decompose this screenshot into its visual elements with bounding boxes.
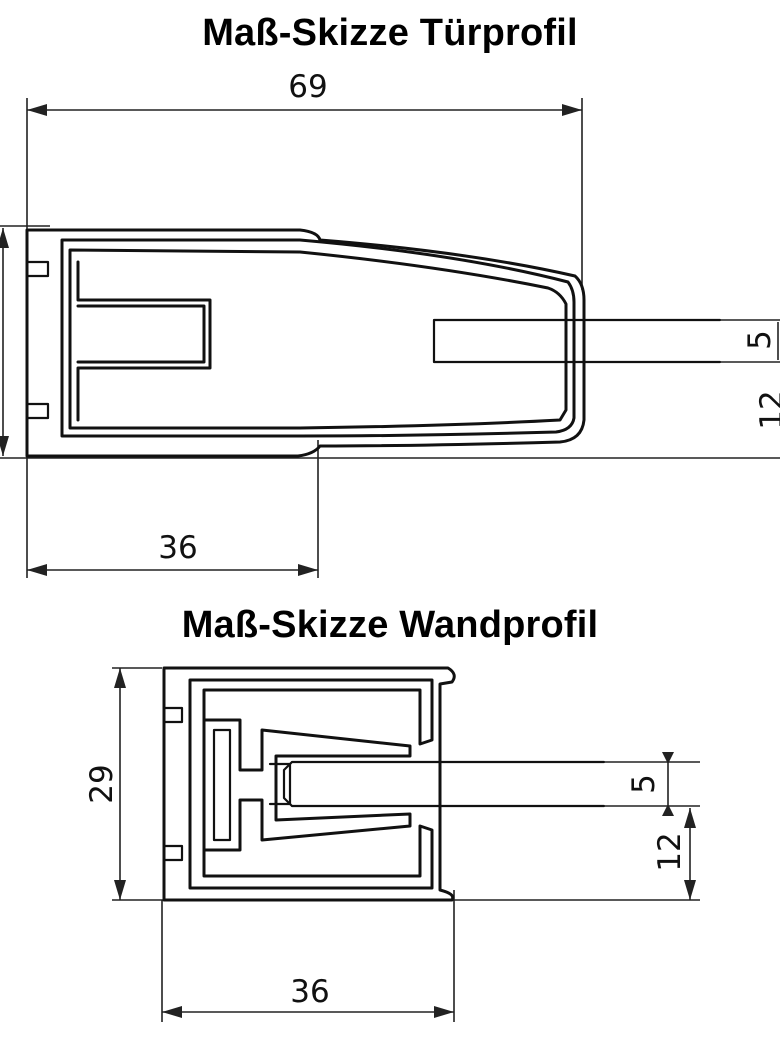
door-inner-u-right [76, 304, 206, 364]
door-notch-bottom [25, 402, 50, 420]
wall-dim-36-arrow-right [434, 1006, 454, 1018]
door-dim-5-label: 5 [742, 330, 778, 350]
door-glass-pane [432, 318, 722, 364]
door-inner-u [76, 260, 212, 422]
wall-dim-12-label: 12 [652, 832, 688, 871]
wall-inner-chamber [188, 678, 434, 890]
wall-web-inner [212, 728, 232, 842]
wall-center-web [202, 718, 412, 852]
door-notch-top [25, 260, 50, 278]
wall-notch-1 [162, 706, 184, 724]
door-profile-title: Maß-Skizze Türprofil [202, 12, 578, 54]
wall-gasket [268, 762, 292, 806]
wall-dim-12-arrow-bottom [684, 880, 696, 900]
door-u-channel [68, 248, 568, 430]
door-dim-69-label: 69 [288, 69, 327, 105]
wall-dim-29-arrow-top [114, 668, 126, 688]
wall-dim-29-arrow-bottom [114, 880, 126, 900]
door-inner-chamber [60, 238, 576, 438]
wall-dim-5-label: 5 [626, 774, 662, 794]
wall-notch-2 [162, 844, 184, 862]
door-dim-36-arrow-right [298, 564, 318, 576]
door-dim-height-arrow-top [0, 228, 9, 248]
wall-dim-36-label: 36 [290, 974, 329, 1010]
wall-profile-drawing: 29 36 5 [84, 666, 700, 1022]
wall-dim-12-arrow-top [684, 808, 696, 828]
wall-dim-5-arrow-top [662, 752, 674, 764]
door-dim-36-arrow-left [27, 564, 47, 576]
wall-dim-29-label: 29 [84, 764, 120, 803]
door-outer-shell [25, 228, 586, 458]
wall-profile-title: Maß-Skizze Wandprofil [181, 604, 599, 646]
wall-outer-shell [162, 666, 456, 902]
wall-dim-36-arrow-left [162, 1006, 182, 1018]
door-profile-drawing: 69 36 5 [0, 69, 780, 578]
door-dim-12-label: 12 [754, 390, 780, 429]
wall-glass-pane [282, 760, 606, 808]
wall-dim-5-arrow-bottom [662, 804, 674, 816]
door-dim-height-arrow-bottom [0, 436, 9, 456]
door-dim-69-arrow-left [27, 104, 47, 116]
door-dim-69-arrow-right [562, 104, 582, 116]
door-dim-36-label: 36 [158, 530, 197, 566]
